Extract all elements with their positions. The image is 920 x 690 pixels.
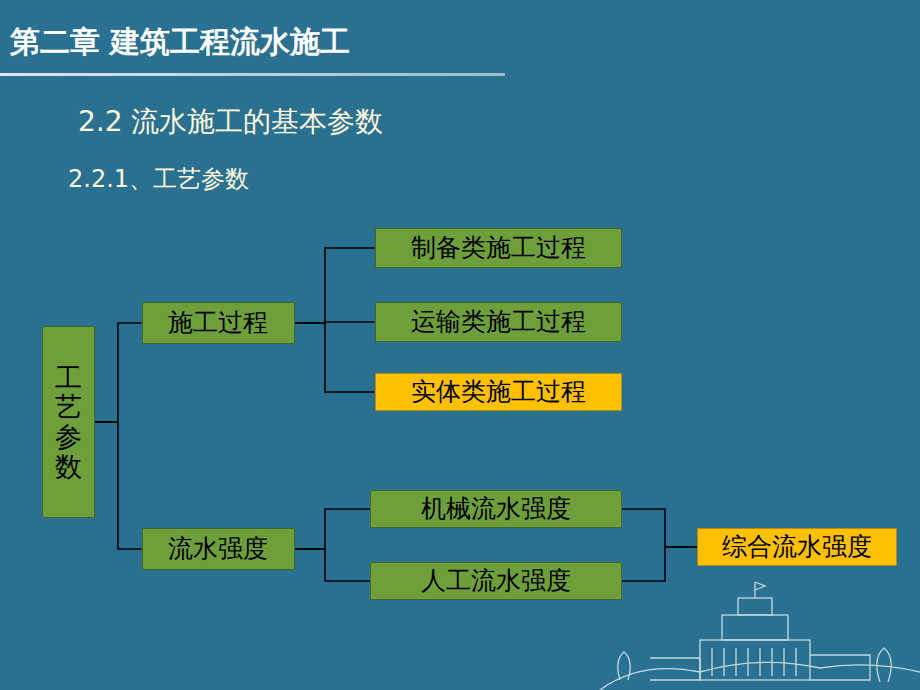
box-label: 人工流水强度 — [421, 566, 571, 596]
connector-line — [295, 509, 371, 549]
item-box: 运输类施工过程 — [375, 302, 622, 342]
subsection-heading: 2.2.1、工艺参数 — [68, 163, 249, 195]
title-underline — [0, 73, 505, 76]
item-box: 人工流水强度 — [370, 562, 622, 600]
slide-title: 第二章 建筑工程流水施工 — [10, 22, 350, 63]
highlight-box: 实体类施工过程 — [375, 373, 622, 411]
connector-line — [295, 248, 375, 323]
connector-line — [295, 323, 375, 392]
building-sketch — [600, 582, 920, 690]
category-box: 施工过程 — [142, 302, 295, 344]
box-label: 流水强度 — [168, 534, 268, 564]
box-label: 运输类施工过程 — [411, 307, 586, 337]
item-box: 制备类施工过程 — [375, 228, 622, 268]
connector-line — [95, 323, 142, 422]
connector-line — [295, 549, 371, 581]
box-label: 机械流水强度 — [421, 494, 571, 524]
item-box: 机械流水强度 — [370, 490, 622, 528]
box-label: 施工过程 — [168, 308, 268, 338]
category-box: 流水强度 — [142, 528, 295, 570]
box-label: 综合流水强度 — [722, 532, 872, 562]
connector-line — [622, 547, 697, 581]
box-label: 工艺参数 — [55, 363, 82, 482]
section-heading: 2.2 流水施工的基本参数 — [78, 103, 383, 141]
highlight-box: 综合流水强度 — [697, 528, 897, 566]
root-box: 工艺参数 — [42, 326, 95, 518]
connector-line — [622, 509, 697, 547]
box-label: 制备类施工过程 — [411, 233, 586, 263]
connector-line — [95, 422, 142, 549]
box-label: 实体类施工过程 — [411, 377, 586, 407]
